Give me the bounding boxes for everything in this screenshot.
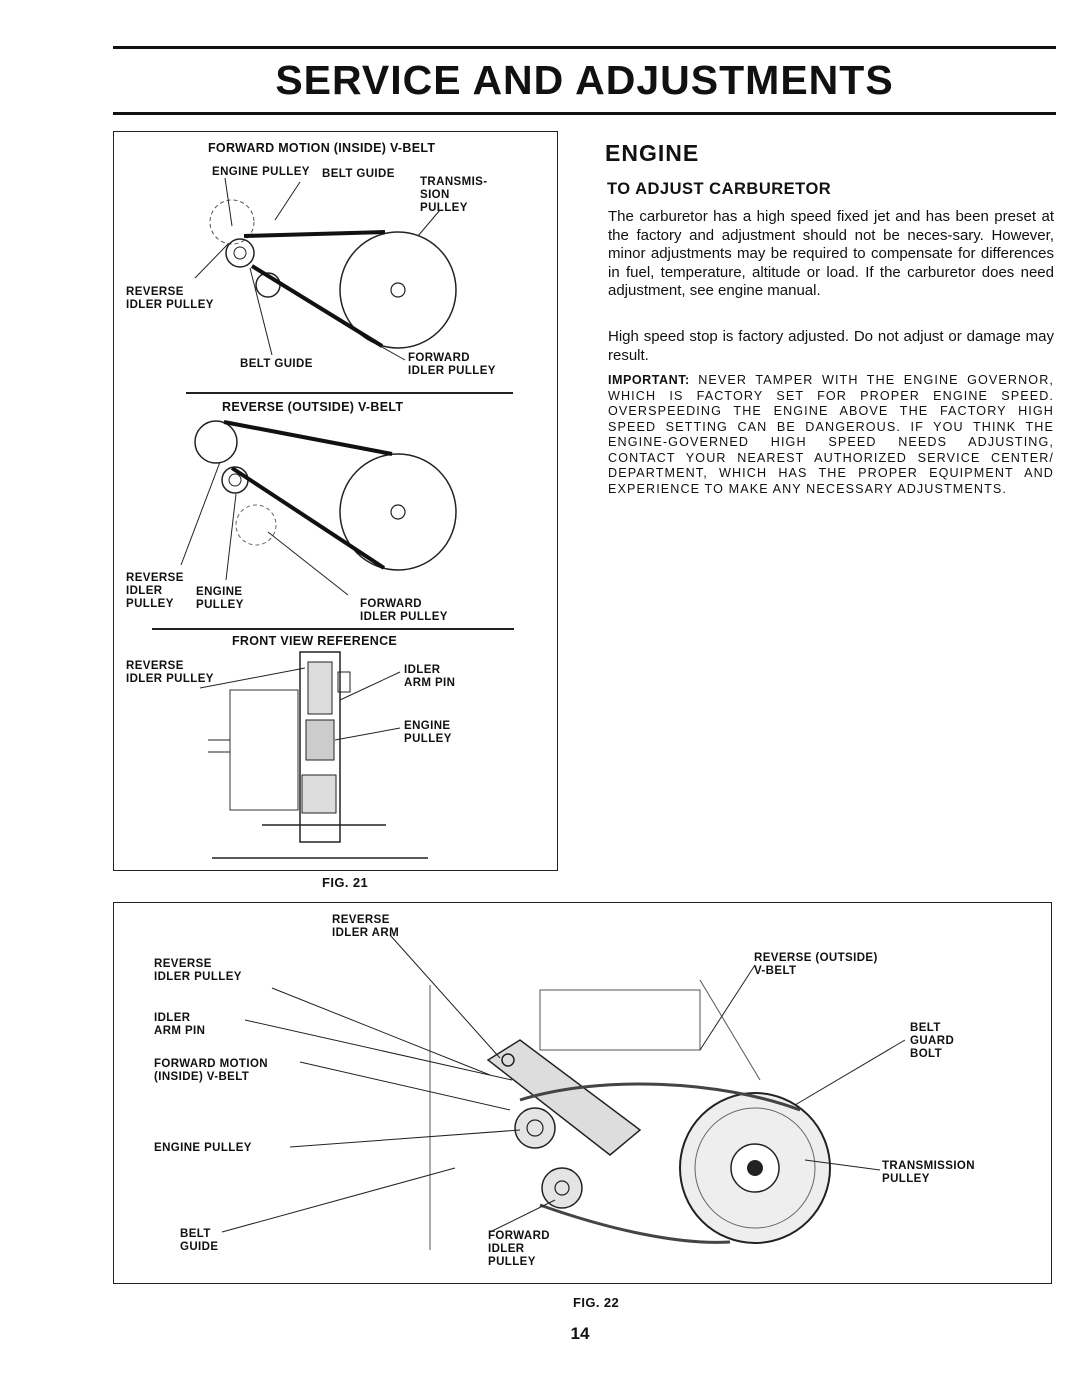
fig21-divider-2 xyxy=(152,628,514,630)
fig21-label-reverse-idler: REVERSE IDLER PULLEY xyxy=(126,286,214,311)
rev-label-forward-idler: FORWARD IDLER PULLEY xyxy=(360,598,448,623)
fig22-label-transmission-pulley: TRANSMISSION PULLEY xyxy=(882,1160,975,1185)
fig22-label-reverse-outside-belt: REVERSE (OUTSIDE) V-BELT xyxy=(754,952,878,977)
fig22-label-reverse-idler-arm: REVERSE IDLER ARM xyxy=(332,914,400,939)
important-notice: IMPORTANT: NEVER TAMPER WITH THE ENGINE … xyxy=(608,373,1054,497)
carburetor-paragraph-2: High speed stop is factory adjusted. Do … xyxy=(608,328,1054,364)
title-underline xyxy=(113,112,1056,115)
fig22-label-forward-idler: FORWARD IDLER PULLEY xyxy=(488,1230,551,1268)
fig22-panel xyxy=(113,902,1052,1284)
fig22-label-forward-motion-belt: FORWARD MOTION (INSIDE) V-BELT xyxy=(154,1058,268,1083)
fig22-label-engine-pulley: ENGINE PULLEY xyxy=(154,1142,252,1154)
fv-label-idler-arm-pin: IDLER ARM PIN xyxy=(404,664,456,689)
fig21-label-belt-guide-top: BELT GUIDE xyxy=(322,168,395,180)
important-text: NEVER TAMPER WITH THE ENGINE GOVERNOR, W… xyxy=(608,373,1054,496)
fig21-divider-1 xyxy=(186,392,513,394)
fig21-forward-heading: FORWARD MOTION (INSIDE) V-BELT xyxy=(208,141,436,155)
fig22-label-reverse-idler-pulley: REVERSE IDLER PULLEY xyxy=(154,958,242,983)
fig21-caption: FIG. 21 xyxy=(322,875,369,890)
fig21-panel xyxy=(113,131,558,871)
fig21-label-transmission-pulley: TRANSMIS- SION PULLEY xyxy=(420,176,488,214)
fig21-frontview-heading: FRONT VIEW REFERENCE xyxy=(232,634,398,648)
fig21-label-forward-idler: FORWARD IDLER PULLEY xyxy=(408,352,496,377)
fv-label-engine-pulley: ENGINE PULLEY xyxy=(404,720,452,745)
fig22-caption: FIG. 22 xyxy=(573,1295,620,1310)
fig21-label-belt-guide-bottom: BELT GUIDE xyxy=(240,358,313,370)
rev-label-engine-pulley: ENGINE PULLEY xyxy=(196,586,244,611)
rev-label-reverse-idler: REVERSE IDLER PULLEY xyxy=(126,572,184,610)
fig21-reverse-heading: REVERSE (OUTSIDE) V-BELT xyxy=(222,400,404,414)
engine-heading: ENGINE xyxy=(605,140,700,166)
fig22-label-belt-guard-bolt: BELT GUARD BOLT xyxy=(910,1022,955,1060)
fig22-label-idler-arm-pin: IDLER ARM PIN xyxy=(154,1012,206,1037)
fv-label-reverse-idler: REVERSE IDLER PULLEY xyxy=(126,660,214,685)
page-number: 14 xyxy=(570,1324,590,1343)
important-label: IMPORTANT: xyxy=(608,373,690,387)
fig21-label-engine-pulley: ENGINE PULLEY xyxy=(212,166,310,178)
top-rule xyxy=(113,46,1056,49)
fig22-label-belt-guide: BELT GUIDE xyxy=(180,1228,219,1253)
page-title: SERVICE AND ADJUSTMENTS xyxy=(275,57,894,103)
carburetor-subheading: TO ADJUST CARBURETOR xyxy=(607,180,832,198)
carburetor-paragraph-1: The carburetor has a high speed fixed je… xyxy=(608,208,1054,299)
